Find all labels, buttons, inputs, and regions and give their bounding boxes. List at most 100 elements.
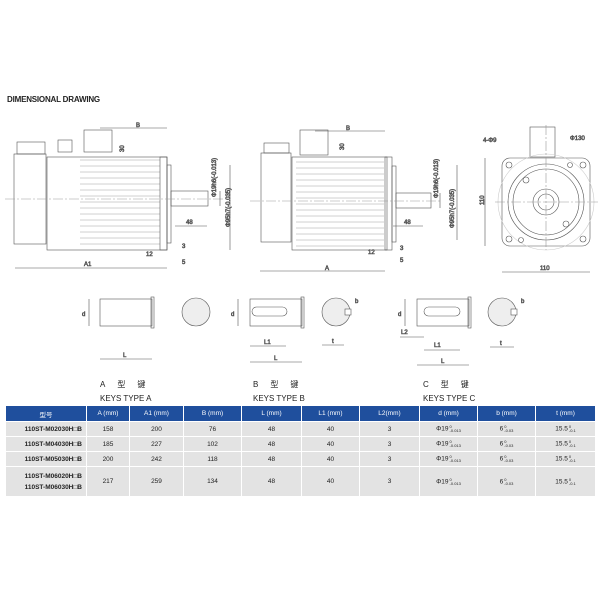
shaft-type-b [237, 296, 352, 363]
tol-upper: 0 [449, 454, 452, 459]
tol-upper: 0 [568, 476, 572, 482]
dim-A1: A1 [84, 262, 92, 268]
col-b: B (mm) [184, 406, 242, 421]
col-b-key: b (mm) [478, 406, 536, 421]
shaft-b-L1: L1 [264, 340, 271, 346]
cell-l2: 3 [360, 452, 420, 466]
d-value: Φ19 [436, 425, 449, 433]
cell-a: 158 [87, 422, 130, 436]
dim-5: 5 [182, 260, 186, 266]
motor-flange-view [484, 125, 598, 273]
cell-b: 118 [184, 452, 242, 466]
dim-phi19: Φ19h6(-0.013) [212, 158, 218, 197]
shaft-b-d: d [231, 312, 234, 318]
dim-phi95-2: Φ95h7(-0.035) [450, 189, 456, 228]
dim-B-2: B [346, 126, 350, 132]
d-value: Φ19 [436, 455, 449, 463]
shaft-c-L1: L1 [434, 343, 441, 349]
cell-l1: 40 [302, 467, 360, 496]
cell-d: Φ190-0.013 [420, 437, 478, 451]
dim-12: 12 [146, 252, 153, 258]
b-value: 6 [499, 455, 504, 463]
dim-12-2: 12 [368, 250, 375, 256]
tol-upper: 0 [568, 424, 572, 429]
cell-a1: 200 [130, 422, 184, 436]
dim-phi130: Φ130 [570, 136, 585, 142]
cell-l1: 40 [302, 437, 360, 451]
shaft-type-c [400, 296, 518, 366]
dim-phi95: Φ95h7(-0.035) [226, 188, 232, 227]
d-value: Φ19 [436, 440, 449, 448]
t-value: 15.5 [555, 455, 568, 463]
model: 110ST-M05030H□B [24, 455, 82, 463]
key-cn1: 型 [270, 380, 279, 389]
tol-upper: 0 [504, 454, 507, 459]
tol-upper: 0 [568, 439, 572, 444]
b-value: 6 [499, 425, 504, 433]
cell-t: 15.50-0.1 [536, 452, 596, 466]
dim-w110: 110 [540, 266, 550, 272]
cell-t: 15.50-0.1 [536, 467, 596, 496]
tol-lower: -0.1 [568, 443, 576, 448]
cell-model: 110ST-M04030H□B [6, 437, 87, 451]
cell-d: Φ190-0.013 [420, 467, 478, 496]
t-value: 15.5 [555, 478, 568, 486]
dim-B: B [136, 123, 140, 129]
tol-upper: 0 [504, 424, 507, 429]
cell-b-key: 60-0.03 [478, 452, 536, 466]
cell-l1: 40 [302, 422, 360, 436]
dim-48-2: 48 [404, 220, 411, 226]
model: 110ST-M06020H□B [24, 472, 82, 480]
tol-upper: 0 [449, 439, 452, 444]
key-cn1: 型 [440, 380, 449, 389]
cell-l1: 40 [302, 452, 360, 466]
t-value: 15.5 [555, 440, 568, 448]
cell-t: 15.50-0.1 [536, 437, 596, 451]
dim-48: 48 [186, 220, 193, 226]
cell-model: 110ST-M05030H□B [6, 452, 87, 466]
b-tolerance: 0-0.03 [504, 455, 513, 463]
cell-b-key: 60-0.03 [478, 437, 536, 451]
tol-upper: 0 [449, 476, 452, 482]
dim-5-2: 5 [400, 258, 404, 264]
b-value: 6 [499, 478, 504, 486]
dim-3-2: 3 [400, 246, 404, 252]
cell-l2: 3 [360, 467, 420, 496]
cell-a: 200 [87, 452, 130, 466]
t-tolerance: 0-0.1 [568, 476, 576, 486]
cell-d: Φ190-0.013 [420, 422, 478, 436]
key-en: KEYS TYPE B [253, 394, 305, 403]
shaft-b-t: t [332, 339, 334, 345]
tol-lower: -0.03 [504, 428, 514, 433]
key-cn2: 键 [290, 380, 299, 389]
cell-model: 110ST-M02030H□B [6, 422, 87, 436]
b-tolerance: 0-0.03 [504, 440, 513, 448]
tol-lower: -0.1 [568, 480, 576, 486]
cell-b: 134 [184, 467, 242, 496]
dimensional-drawings: B 30 Φ19h6(-0.013) Φ95h7(-0.035) 48 3 12… [5, 123, 598, 366]
key-en: KEYS TYPE A [100, 394, 152, 403]
shaft-a-d: d [82, 312, 85, 318]
dim-A: A [325, 266, 329, 272]
tol-upper: 0 [568, 454, 572, 459]
d-tolerance: 0-0.013 [450, 440, 461, 448]
shaft-b-L: L [274, 356, 278, 362]
cell-a: 185 [87, 437, 130, 451]
col-l1: L1 (mm) [302, 406, 360, 421]
cell-l2: 3 [360, 437, 420, 451]
tol-lower: -0.013 [449, 428, 461, 433]
tol-upper: 0 [504, 439, 507, 444]
tol-lower: -0.013 [449, 480, 461, 486]
tol-lower: -0.013 [449, 443, 461, 448]
shaft-type-a [88, 296, 211, 360]
dim-holes: 4-Φ9 [483, 138, 497, 144]
cell-a1: 242 [130, 452, 184, 466]
dimension-table: 型号 A (mm) A1 (mm) B (mm) L (mm) L1 (mm) … [6, 405, 596, 497]
shaft-c-d: d [398, 312, 401, 318]
